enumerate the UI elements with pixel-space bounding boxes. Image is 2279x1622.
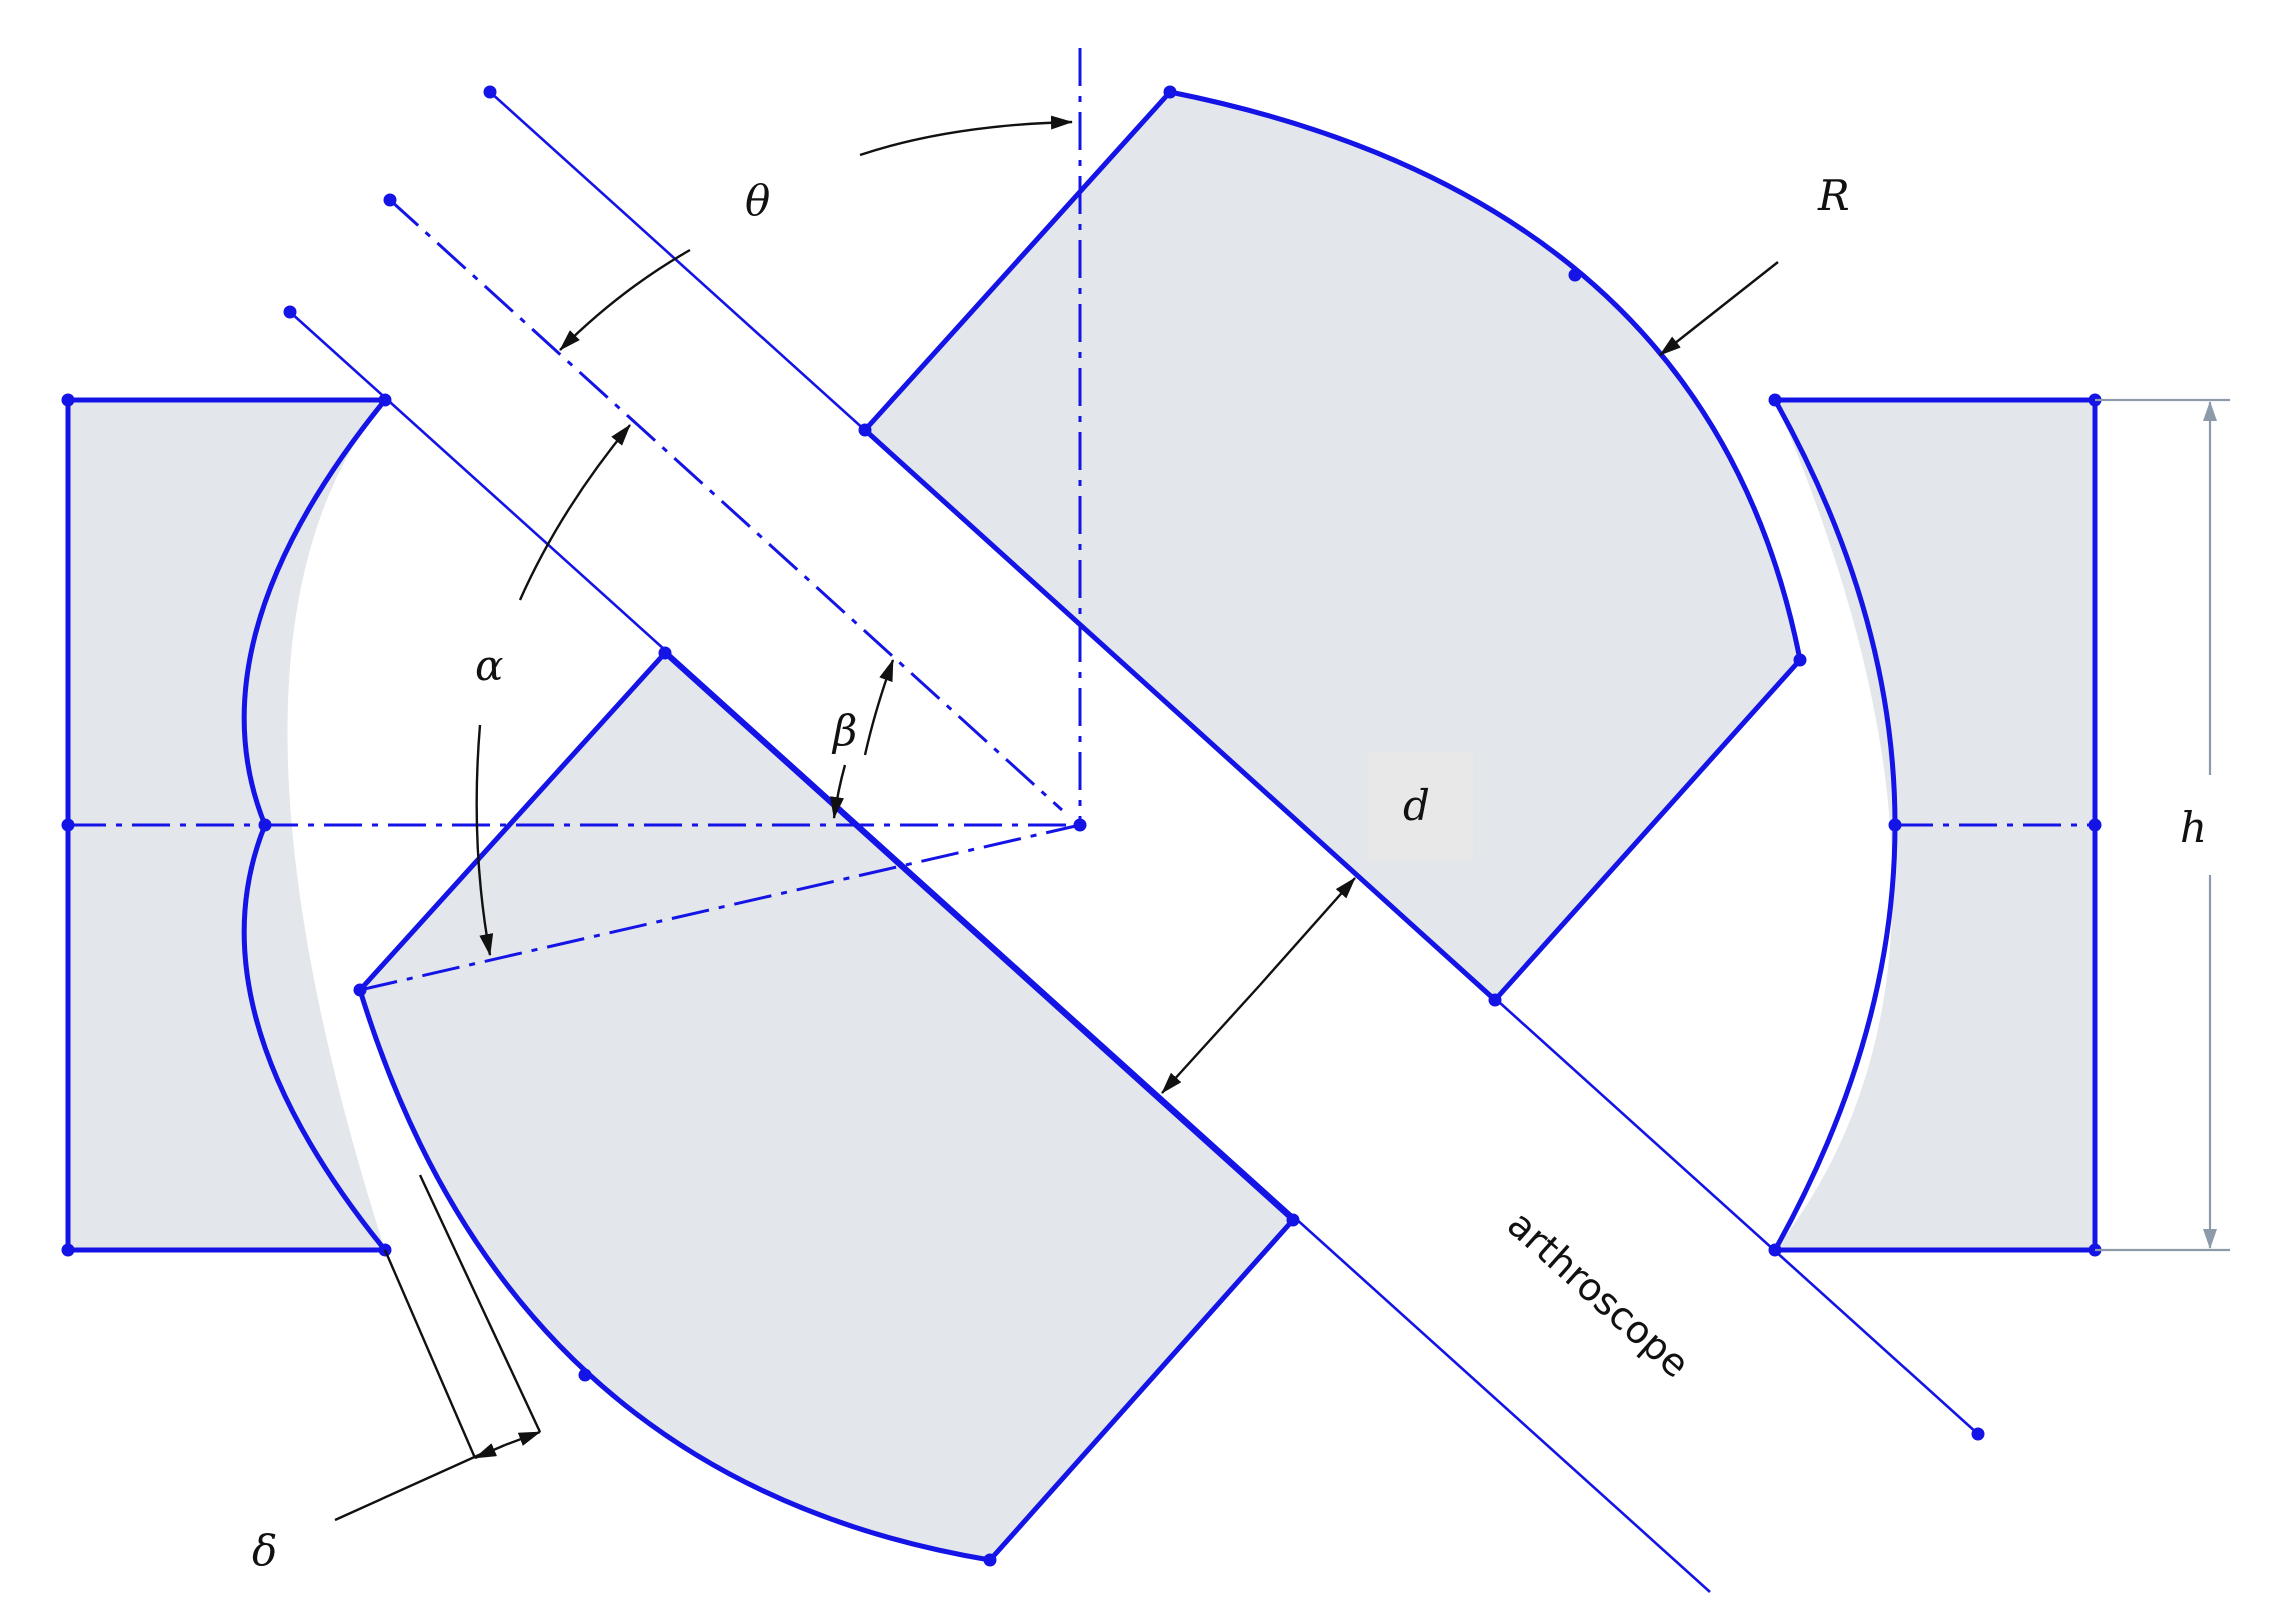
shaded-regions <box>68 92 2095 1560</box>
d-dimension-line-a <box>1259 877 1356 986</box>
beta-arc-upper <box>863 659 895 756</box>
points <box>61 85 2102 1567</box>
alpha-label: α <box>475 641 503 690</box>
right-block-fill <box>1775 400 2095 1250</box>
delta-ext-2 <box>418 1174 542 1433</box>
arthroscope-label: arthroscope <box>1499 1202 1698 1386</box>
R-label: R <box>1817 171 1850 220</box>
theta-arc <box>859 115 1073 157</box>
delta-leader <box>334 1448 491 1522</box>
upper-sector-outline <box>862 89 1803 1003</box>
alpha-arc-lower <box>475 724 494 956</box>
R-leader <box>1659 261 1779 356</box>
delta-arrow-b <box>504 1430 541 1447</box>
upper-sector-fill <box>865 92 1800 1000</box>
h-label: h <box>2180 803 2207 852</box>
delta-arrow-a <box>474 1443 506 1460</box>
delta-label: δ <box>252 1526 277 1575</box>
lower-sector-outline <box>357 650 1296 1563</box>
lower-sector-fill <box>360 653 1293 1560</box>
alpha-arc-upper <box>518 424 631 601</box>
beta-label: β <box>831 706 857 755</box>
center-lines <box>68 48 2095 992</box>
delta-ext-1 <box>383 1249 477 1459</box>
d-label-background <box>1368 752 1473 860</box>
d-dimension-line-b <box>1161 984 1261 1094</box>
dimensions <box>334 115 2230 1522</box>
beta-arc-lower <box>830 764 847 819</box>
theta-label: θ <box>745 176 770 225</box>
arthroscope-upper-edge <box>489 91 1979 1435</box>
arthroscope-lower-edge <box>289 311 1711 1593</box>
alpha-ray <box>359 823 1081 992</box>
arthroscope-axis <box>388 198 1064 812</box>
d-label: d <box>1403 781 1430 830</box>
construction-lines <box>289 91 1979 1593</box>
theta-arc-lower <box>559 248 691 351</box>
